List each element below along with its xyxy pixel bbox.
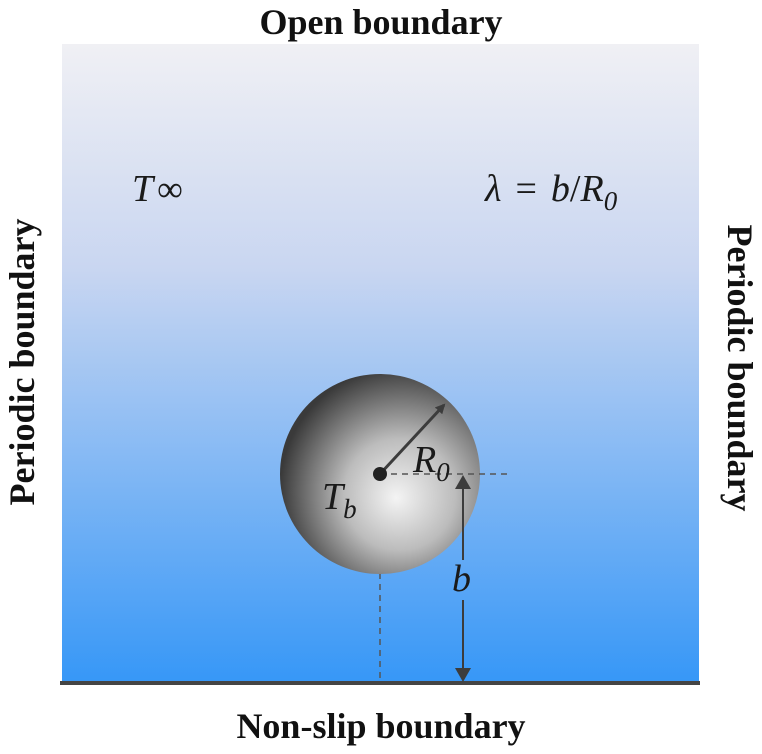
right-periodic-boundary-label: Periodic boundary (720, 224, 760, 512)
open-boundary-label: Open boundary (259, 2, 503, 42)
left-periodic-boundary-label: Periodic boundary (2, 218, 42, 506)
sphere-temperature-label: Tb (322, 476, 357, 524)
non-slip-boundary-label: Non-slip boundary (236, 706, 526, 746)
ratio-label: λ=b/R0 (484, 168, 618, 216)
ambient-temperature-label: T∞ (132, 168, 183, 210)
radius-label: R0 (412, 439, 450, 487)
center-dot (373, 467, 387, 481)
distance-label: b (452, 558, 471, 600)
radius-arrow (378, 403, 446, 476)
